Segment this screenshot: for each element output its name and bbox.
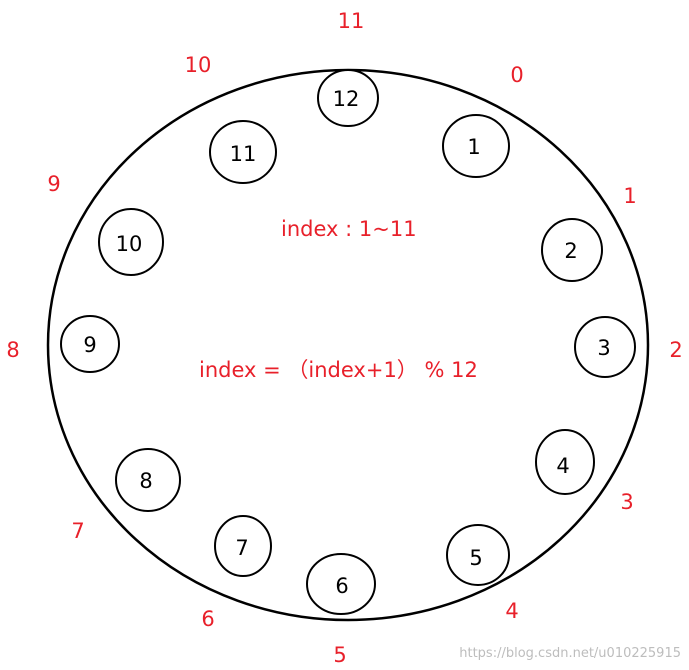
index-label: 2 [669, 338, 682, 362]
index-label: 9 [47, 172, 60, 196]
slot-label: 4 [556, 454, 569, 478]
slot-10: 10 [98, 208, 164, 276]
slot-4: 4 [535, 429, 595, 495]
slot-circle [60, 315, 120, 373]
slot-circle [98, 208, 164, 276]
slot-2: 2 [541, 218, 603, 282]
slot-label: 8 [139, 469, 152, 493]
slot-label: 10 [116, 232, 143, 256]
slot-3: 3 [574, 316, 636, 378]
index-label: 1 [623, 184, 636, 208]
slot-circle [306, 553, 376, 615]
slot-label: 7 [235, 536, 248, 560]
slot-5: 5 [446, 524, 510, 586]
slot-circle [115, 448, 181, 512]
slot-1: 1 [442, 114, 510, 178]
index-label: 8 [6, 338, 19, 362]
slot-circle [442, 114, 510, 178]
slot-6: 6 [306, 553, 376, 615]
slot-circle [214, 515, 272, 577]
slot-9: 9 [60, 315, 120, 373]
index-label: 5 [333, 643, 346, 667]
slot-11: 11 [209, 120, 277, 184]
index-label: 7 [71, 519, 84, 543]
index-label: 10 [185, 53, 212, 77]
slot-label: 5 [469, 546, 482, 570]
index-label: 6 [201, 607, 214, 631]
slot-circle [574, 316, 636, 378]
index-range-text: index : 1~11 [281, 217, 417, 241]
slot-label: 6 [335, 574, 348, 598]
slot-label: 2 [564, 239, 577, 263]
index-label: 0 [510, 63, 523, 87]
slot-circle [446, 524, 510, 586]
index-label: 4 [505, 599, 518, 623]
index-update-formula: index = （index+1） % 12 [199, 358, 478, 382]
slot-12: 12 [317, 69, 379, 127]
slot-circle [209, 120, 277, 184]
slot-circle [541, 218, 603, 282]
slot-label: 3 [597, 336, 610, 360]
index-label: 3 [620, 490, 633, 514]
slot-circle [535, 429, 595, 495]
slot-8: 8 [115, 448, 181, 512]
ring-outline [46, 68, 650, 622]
slot-circle [317, 69, 379, 127]
slot-label: 1 [467, 135, 480, 159]
slot-label: 12 [333, 87, 360, 111]
slot-label: 9 [83, 333, 96, 357]
slot-7: 7 [214, 515, 272, 577]
slot-label: 11 [230, 142, 257, 166]
watermark-text: https://blog.csdn.net/u010225915 [459, 646, 681, 661]
index-label: 11 [338, 9, 365, 33]
